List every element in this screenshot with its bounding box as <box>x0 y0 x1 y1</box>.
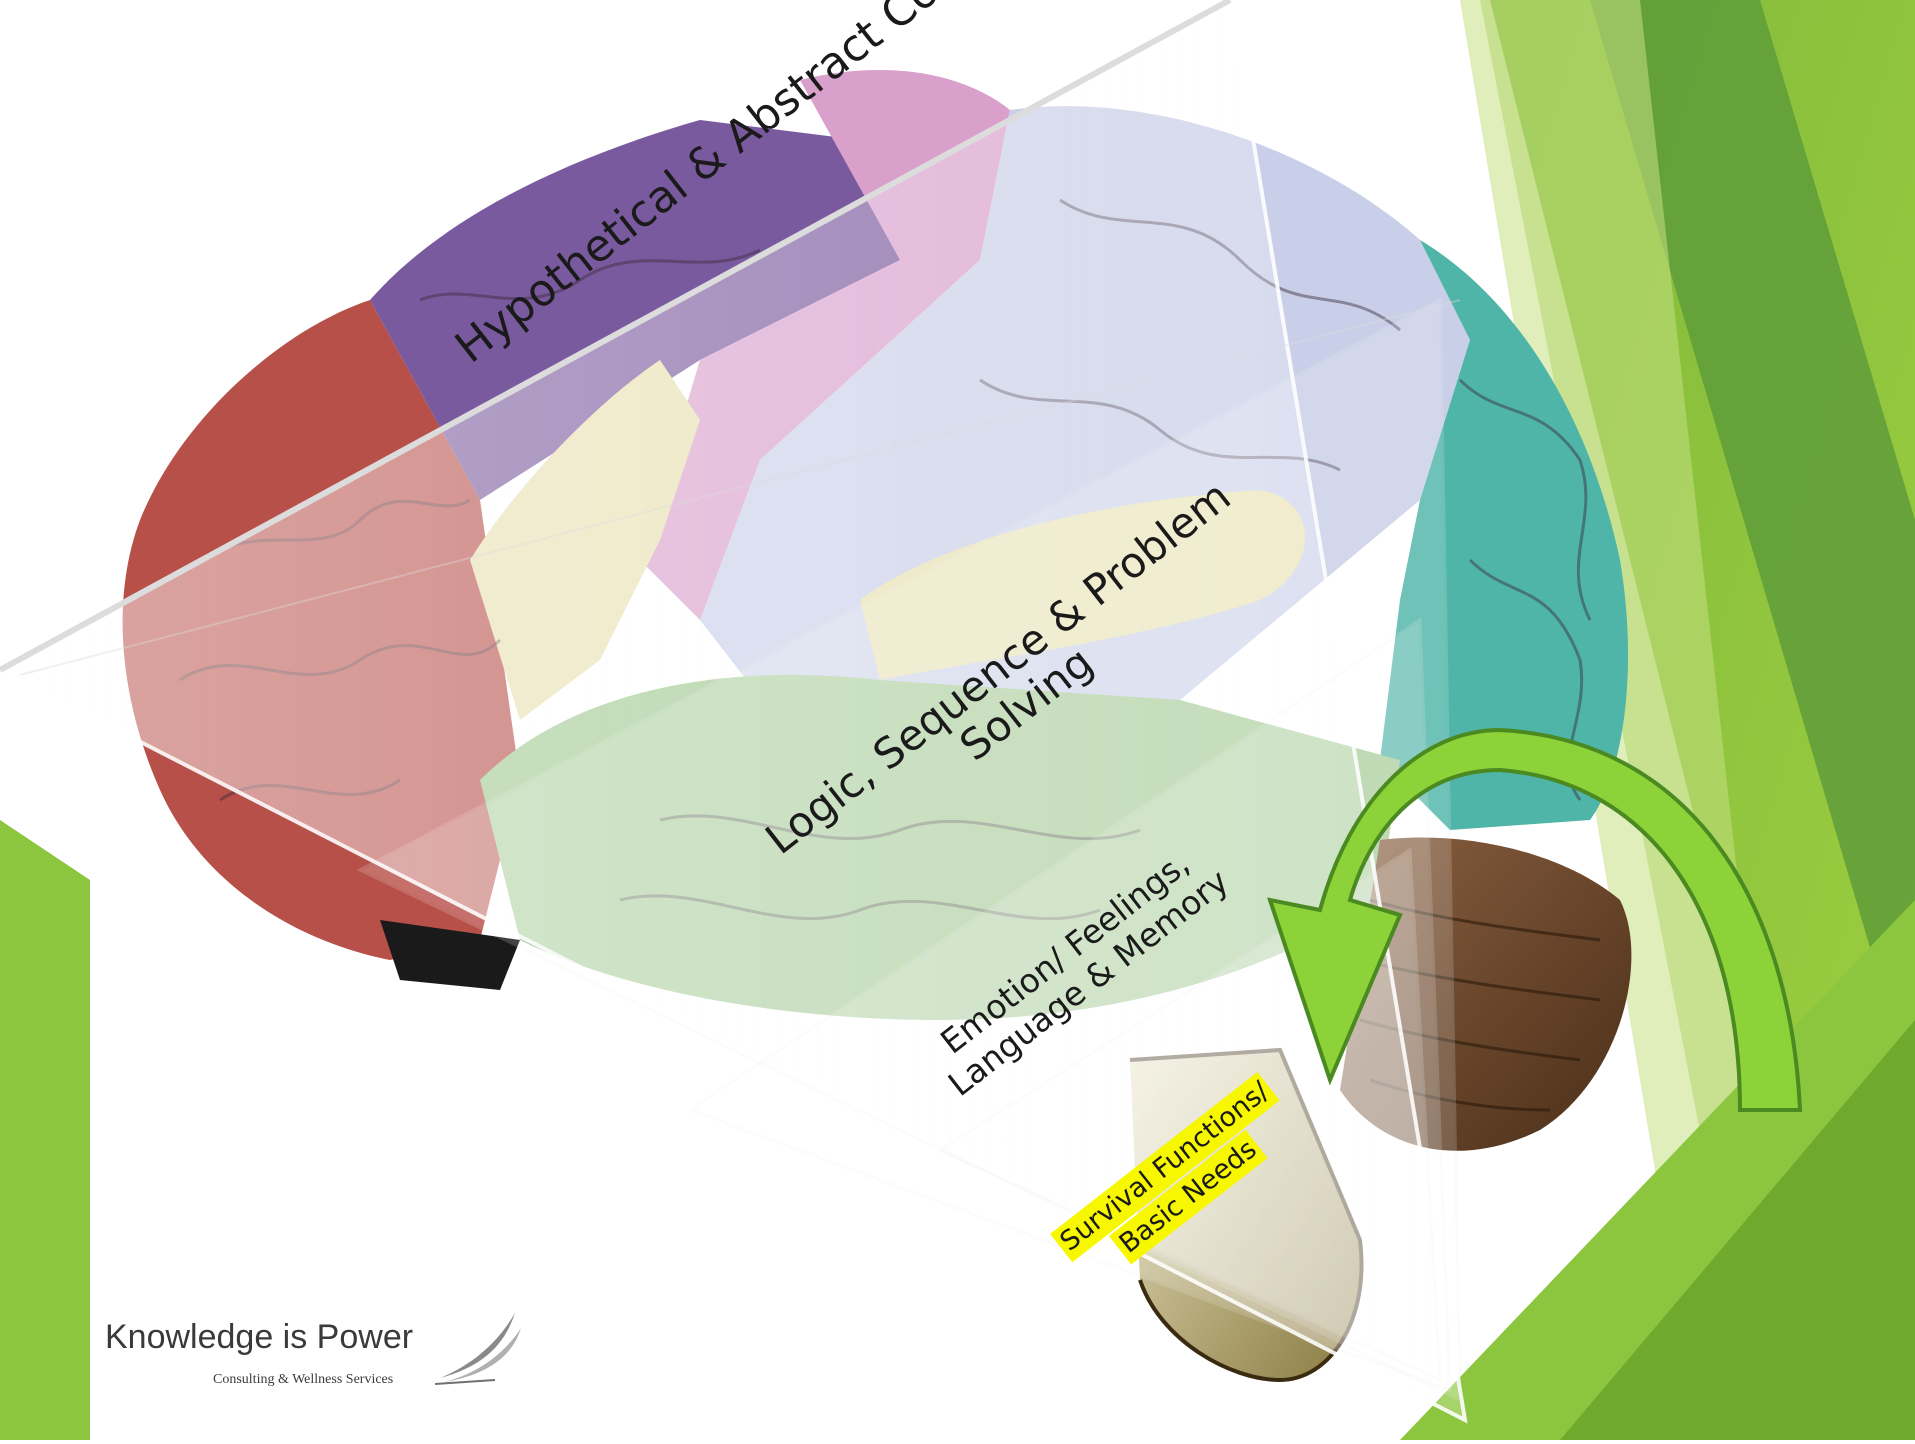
logo-title: Knowledge is Power <box>105 1318 413 1357</box>
logo-subtitle: Consulting & Wellness Services <box>213 1372 393 1388</box>
company-logo: Knowledge is Power Consulting & Wellness… <box>105 1318 525 1413</box>
swoosh-icon <box>435 1308 525 1388</box>
